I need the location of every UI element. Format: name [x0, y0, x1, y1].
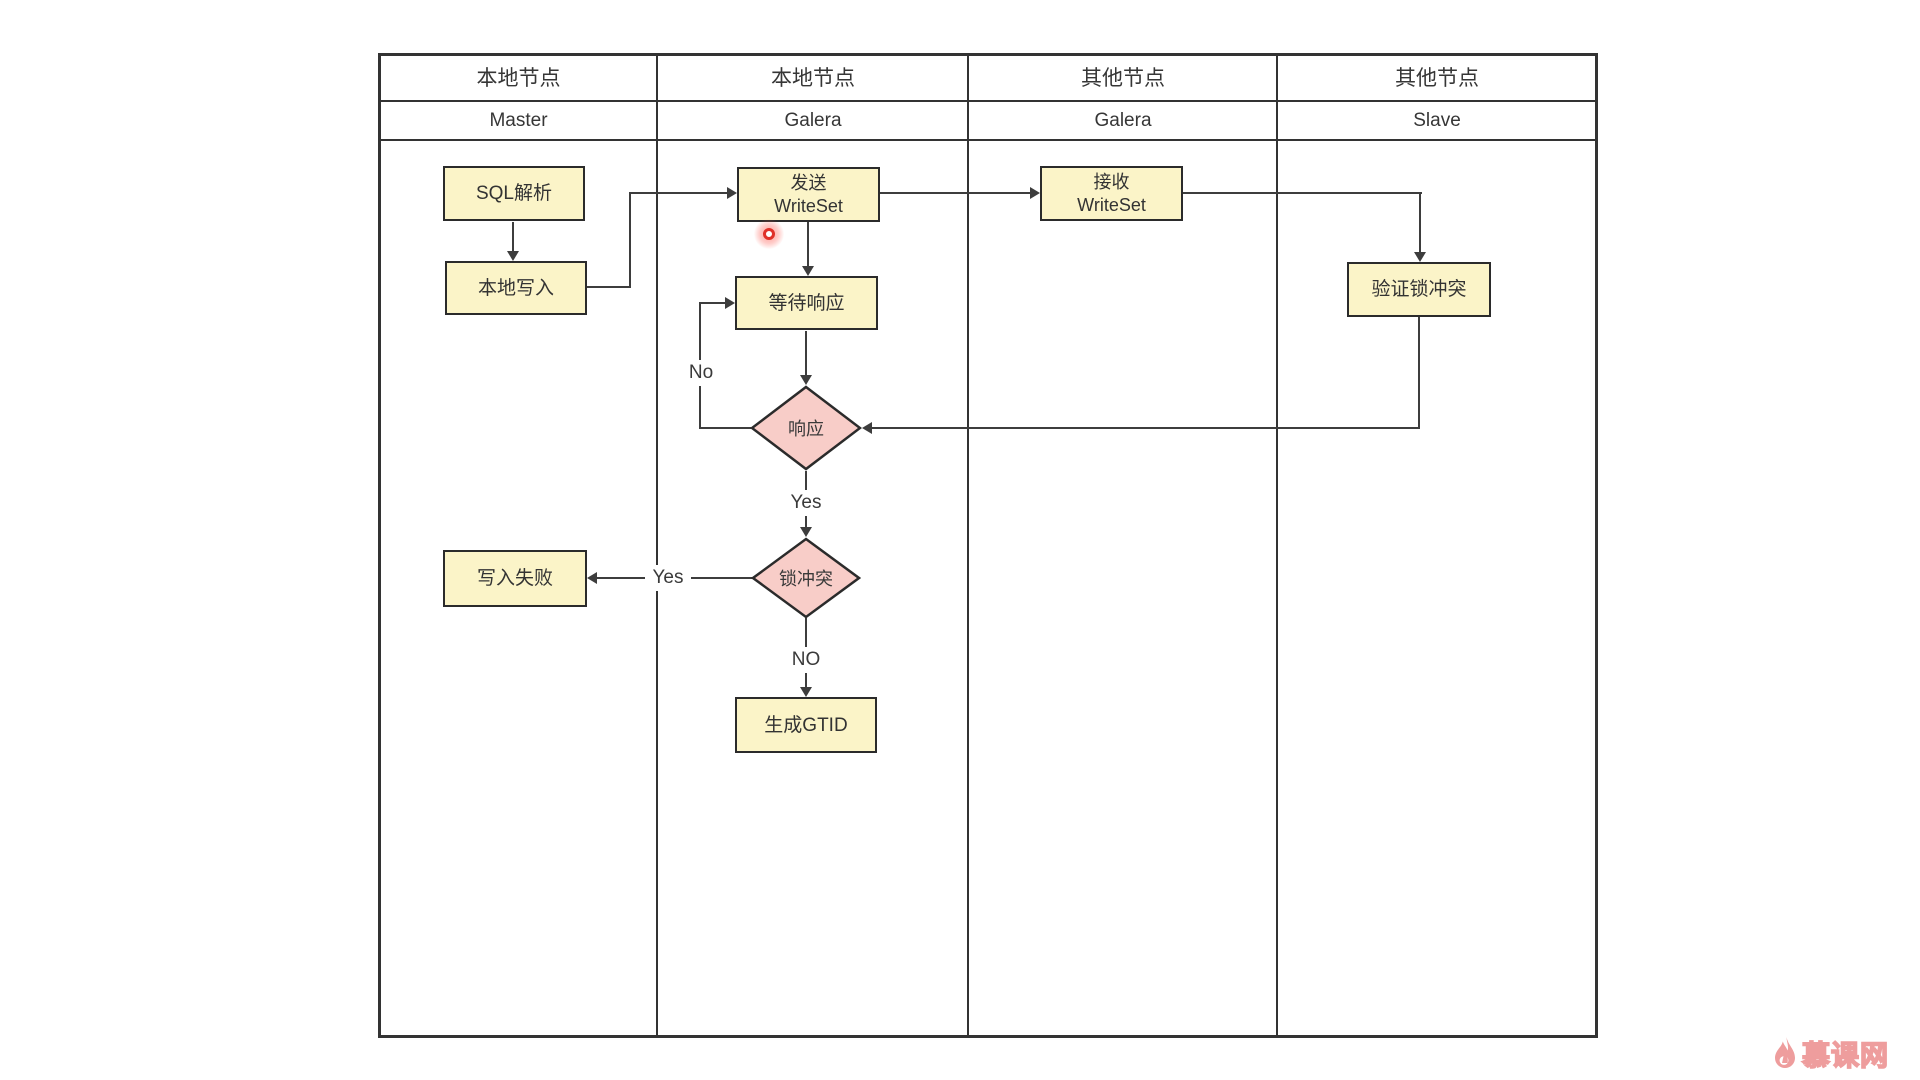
edge-label-response-no: No: [681, 360, 721, 386]
lane-2-role: Galera: [784, 110, 842, 131]
lane-2-type: 本地节点: [771, 67, 855, 90]
node-gen-gtid-label: 生成GTID: [764, 714, 848, 736]
node-write-fail-label: 写入失败: [476, 568, 553, 589]
edge-label-conflict-no: NO: [784, 647, 828, 673]
node-send-writeset-line1: 发送: [790, 172, 827, 193]
brand-watermark: 慕课网: [1772, 1033, 1889, 1075]
edge-send-wait-arrowhead: [802, 266, 814, 276]
response-diamond-shape: [750, 385, 862, 471]
edge-sqlparse-localwrite-line: [512, 222, 514, 254]
edge-localwrite-send-seg3: [629, 192, 729, 194]
node-recv-writeset-line2: WriteSet: [1077, 194, 1146, 215]
edge-localwrite-send-seg1: [587, 286, 631, 288]
node-local-write: 本地写入: [445, 261, 587, 315]
node-verify-lock: 验证锁冲突: [1347, 262, 1491, 317]
node-wait-response-label: 等待响应: [768, 292, 845, 314]
node-response-decision: 响应: [750, 385, 862, 471]
edge-conflict-yes-arrowhead: [587, 572, 597, 584]
lane-4-type: 其他节点: [1395, 67, 1479, 90]
edge-localwrite-send-arrowhead: [727, 187, 737, 199]
edge-recv-verify-arrowhead: [1414, 252, 1426, 262]
header-row-divider-2: [381, 139, 1595, 141]
edge-label-response-yes: Yes: [783, 490, 829, 516]
lane-divider-1: [656, 56, 658, 1035]
flame-icon-inner: [1782, 1054, 1788, 1063]
node-lock-conflict-label: 锁冲突: [779, 569, 833, 589]
edge-response-no-arrowhead: [725, 297, 735, 309]
edge-send-recv-arrowhead: [1030, 187, 1040, 199]
edge-verify-response-arrowhead: [862, 422, 872, 434]
edge-label-conflict-yes: Yes: [645, 565, 691, 591]
node-response-label: 响应: [788, 419, 824, 439]
swimlane-table-frame: [378, 53, 1598, 1038]
node-verify-lock-label: 验证锁冲突: [1371, 279, 1467, 300]
node-recv-writeset: 接收 WriteSet: [1040, 166, 1183, 221]
node-gen-gtid: 生成GTID: [735, 697, 877, 753]
node-write-fail: 写入失败: [443, 550, 587, 607]
node-sql-parse-label: SQL解析: [475, 183, 553, 204]
node-wait-response: 等待响应: [735, 276, 878, 330]
brand-watermark-text: 慕课网: [1801, 1039, 1890, 1072]
edge-verify-response-seg2: [871, 427, 1420, 429]
edge-send-recv-line: [880, 192, 1030, 194]
lane-1-type: 本地节点: [476, 67, 561, 90]
lock-conflict-diamond-polygon: [751, 537, 861, 619]
node-lock-conflict-decision: 锁冲突: [751, 537, 861, 619]
lane-divider-2: [967, 56, 969, 1035]
flame-icon: [1775, 1037, 1795, 1068]
edge-recv-verify-seg2: [1419, 192, 1421, 254]
node-send-writeset-line2: WriteSet: [774, 195, 843, 216]
lane-3-role: Galera: [1094, 110, 1152, 131]
edge-response-no-seg1: [699, 427, 751, 429]
node-local-write-label: 本地写入: [477, 277, 554, 299]
edge-wait-response-line: [805, 331, 807, 377]
header-row-divider-1: [381, 100, 1595, 102]
lane-4-role: Slave: [1413, 110, 1461, 131]
edge-recv-verify-seg1: [1183, 192, 1422, 194]
lane-3-type: 其他节点: [1081, 67, 1165, 90]
edge-conflict-no-arrowhead: [800, 687, 812, 697]
edge-send-wait-line: [807, 222, 809, 268]
response-diamond-polygon: [750, 385, 862, 471]
edge-response-yes-arrowhead: [800, 527, 812, 537]
lane-divider-3: [1276, 56, 1278, 1035]
edge-sqlparse-localwrite-arrowhead: [507, 251, 519, 261]
edge-localwrite-send-seg2: [629, 192, 631, 288]
node-sql-parse: SQL解析: [443, 166, 585, 221]
node-send-writeset: 发送 WriteSet: [737, 167, 880, 222]
edge-response-no-seg3: [699, 302, 727, 304]
edge-wait-response-arrowhead: [800, 375, 812, 385]
cursor-click-indicator: [763, 228, 775, 240]
lane-1-role: Master: [489, 110, 548, 131]
lock-conflict-diamond-shape: [751, 537, 861, 619]
edge-verify-response-seg1: [1418, 317, 1420, 429]
node-recv-writeset-line1: 接收: [1093, 171, 1130, 192]
